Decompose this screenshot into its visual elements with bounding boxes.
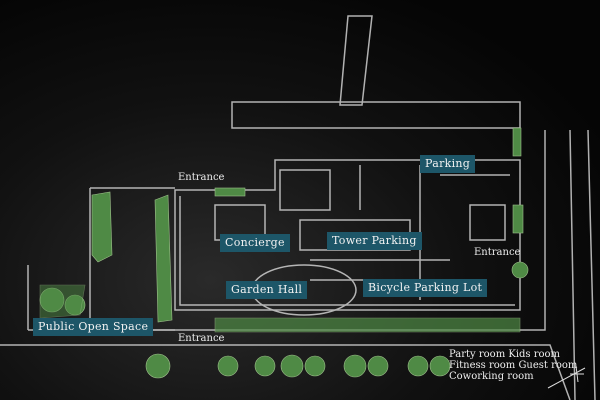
entrance-south: Entrance xyxy=(178,333,225,344)
label-concierge: Concierge xyxy=(220,234,290,252)
label-garden-hall: Garden Hall xyxy=(226,281,308,299)
label-public-open-space: Public Open Space xyxy=(33,318,154,336)
label-bicycle-parking-lot: Bicycle Parking Lot xyxy=(363,279,488,297)
entrance-east: Entrance xyxy=(474,247,521,258)
entrance-north: Entrance xyxy=(178,172,225,183)
north-road xyxy=(339,15,373,106)
compass-icon xyxy=(547,365,586,389)
amenity-line: Coworking room xyxy=(449,371,534,382)
label-parking: Parking xyxy=(420,155,476,173)
label-tower-parking: Tower Parking xyxy=(327,232,422,250)
amenity-line: Party room Kids room xyxy=(449,349,561,360)
amenity-list: Party room Kids room Fitness room Guest … xyxy=(449,349,577,382)
building-outline xyxy=(174,159,521,311)
amenity-line: Fitness room Guest room xyxy=(449,360,578,371)
greenery xyxy=(39,127,529,379)
